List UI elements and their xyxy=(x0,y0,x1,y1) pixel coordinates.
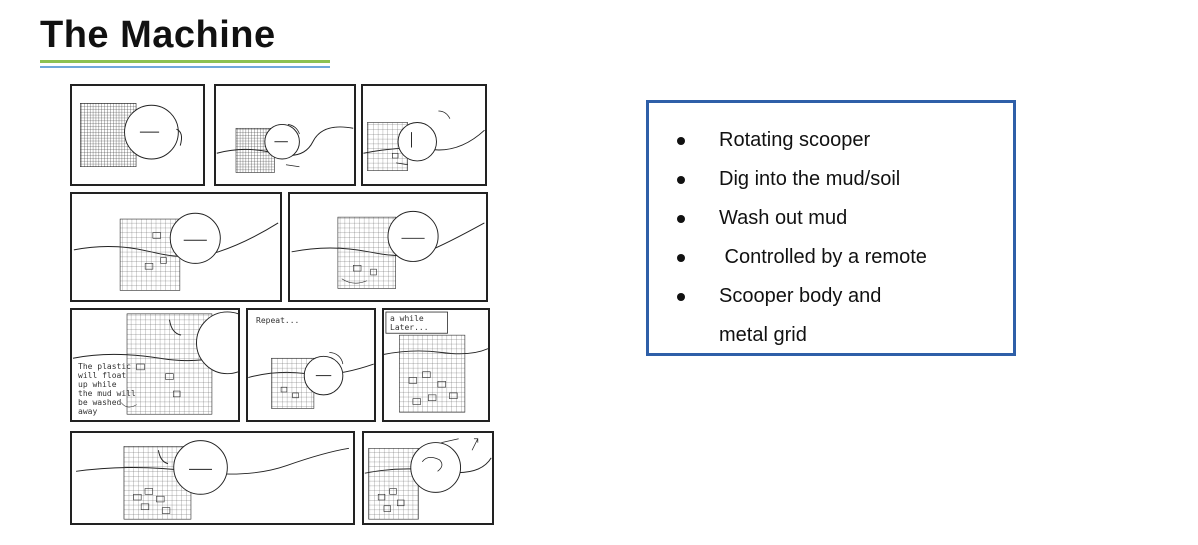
bullet-dot-icon xyxy=(677,176,685,184)
bullet-text: metal grid xyxy=(719,324,807,346)
storyboard-note-plastic: The plastic will float up while the mud … xyxy=(78,362,136,416)
storyboard-note-later: a while Later... xyxy=(390,314,429,332)
bullet-list: Rotating scooper Dig into the mud/soil W… xyxy=(677,121,927,355)
bullet-dot-icon xyxy=(677,254,685,262)
title-underline-green xyxy=(40,60,330,63)
storyboard-panel-10 xyxy=(362,431,494,525)
bullet-dot-icon xyxy=(677,215,685,223)
storyboard-panel-6: The plastic will float up while the mud … xyxy=(70,308,240,422)
storyboard-panel-2 xyxy=(214,84,356,186)
bullet-dot-icon xyxy=(677,137,685,145)
bullet-item: Rotating scooper xyxy=(677,121,927,160)
storyboard-note-repeat: Repeat... xyxy=(256,316,300,325)
bullet-dot-icon xyxy=(677,293,685,301)
bullet-item: Wash out mud xyxy=(677,199,927,238)
bullet-text: Wash out mud xyxy=(719,207,848,229)
slide-title: The Machine xyxy=(40,14,276,56)
storyboard: The plastic will float up while the mud … xyxy=(0,0,520,545)
storyboard-panel-1 xyxy=(70,84,205,186)
storyboard-panel-3 xyxy=(361,84,487,186)
bullet-item-continuation: metal grid xyxy=(677,316,927,355)
bullet-text: Rotating scooper xyxy=(719,129,871,151)
bullet-text: Dig into the mud/soil xyxy=(719,168,901,190)
bullet-text: Scooper body and xyxy=(719,285,882,307)
storyboard-panel-4 xyxy=(70,192,282,302)
bullet-item: Controlled by a remote xyxy=(677,238,927,277)
bullet-item: Dig into the mud/soil xyxy=(677,160,927,199)
bullet-list-box: Rotating scooper Dig into the mud/soil W… xyxy=(646,100,1016,356)
storyboard-panel-9 xyxy=(70,431,355,525)
storyboard-panel-5 xyxy=(288,192,488,302)
bullet-item: Scooper body and xyxy=(677,277,927,316)
title-underline-blue xyxy=(40,66,330,68)
storyboard-panel-8: a while Later... xyxy=(382,308,490,422)
bullet-text: Controlled by a remote xyxy=(719,246,927,268)
storyboard-panel-7: Repeat... xyxy=(246,308,376,422)
